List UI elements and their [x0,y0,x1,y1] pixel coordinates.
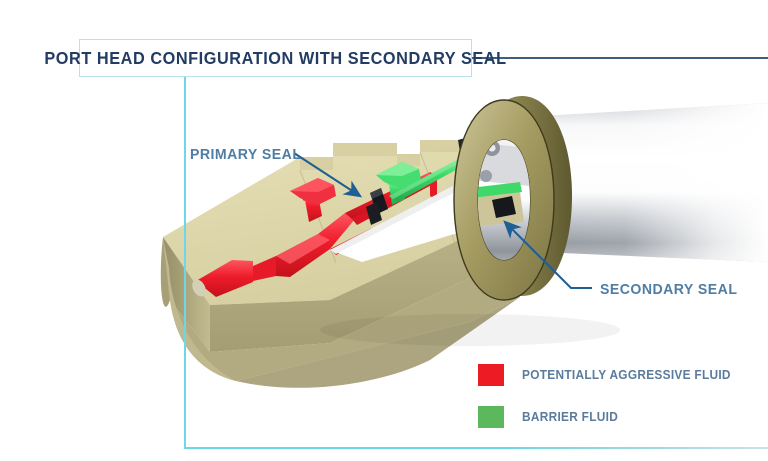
legend-label-barrier-fluid: BARRIER FLUID [522,410,619,424]
callout-label-primary-seal: PRIMARY SEAL [190,146,302,163]
title-box: PORT HEAD CONFIGURATION WITH SECONDARY S… [44,39,506,77]
title-extension-rule [471,57,768,59]
legend-swatch-barrier-fluid [478,406,504,428]
frame-vertical-line [184,76,186,449]
legend-item-aggressive-fluid: POTENTIALLY AGGRESSIVE FLUID [478,364,742,386]
page-title: PORT HEAD CONFIGURATION WITH SECONDARY S… [44,47,507,68]
frame-horizontal-line [184,447,768,449]
legend-label-aggressive-fluid: POTENTIALLY AGGRESSIVE FLUID [522,368,731,382]
legend-swatch-aggressive-fluid [478,364,504,386]
primary-seal [366,188,388,225]
callout-leader-primary [293,152,363,198]
callout-leader-secondary [503,220,592,290]
legend: POTENTIALLY AGGRESSIVE FLUID BARRIER FLU… [478,364,742,448]
legend-item-barrier-fluid: BARRIER FLUID [478,406,742,428]
callout-label-secondary-seal: SECONDARY SEAL [600,281,738,298]
